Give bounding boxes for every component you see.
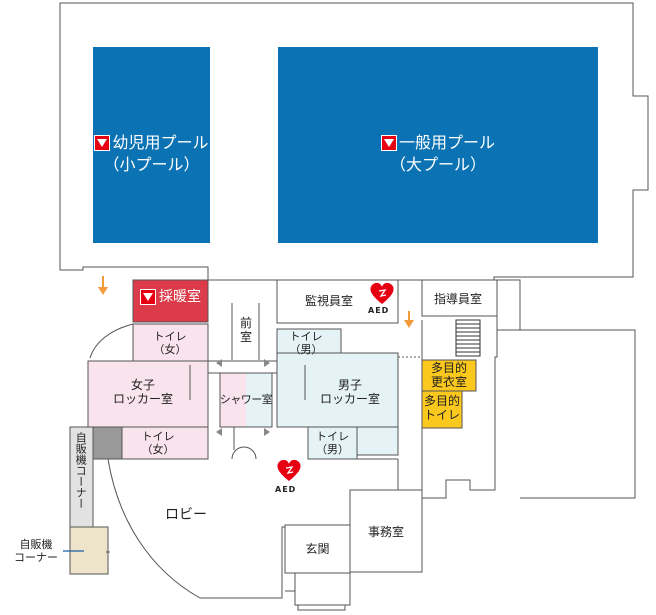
toilet-m-bottom-label: トイレ（男）	[316, 430, 349, 457]
aed-heart-icon	[370, 282, 394, 304]
entrance-label: 玄関	[305, 542, 330, 556]
instructor-room-wall	[421, 279, 498, 317]
main-pool-name: 一般用プール	[398, 133, 495, 152]
aed-label: AED	[275, 485, 297, 494]
far-right-outline	[520, 329, 636, 499]
women-locker-label: 女子ロッカー室	[112, 378, 173, 407]
kids-pool	[93, 47, 210, 243]
triangle-marker-icon	[380, 135, 397, 151]
stairs-frame	[422, 315, 498, 357]
kids-pool-name: 幼児用プール	[112, 133, 209, 152]
passage-markers	[216, 359, 270, 436]
triangle-marker-icon	[140, 289, 156, 306]
toilet-f-top-room	[132, 323, 209, 362]
shower-room-men-half	[246, 373, 272, 427]
shower-room-label: シャワー室	[219, 393, 273, 406]
office-room	[349, 489, 423, 573]
main-pool	[278, 47, 598, 243]
anteroom-label: 前室	[239, 316, 252, 345]
toilet-m-bottom-room	[307, 426, 358, 460]
right-building-outline	[422, 279, 521, 499]
lobby-label: ロビー	[165, 507, 207, 523]
multi-toilet-room	[421, 390, 463, 429]
aed-heart-icon	[277, 459, 301, 481]
door-arc	[231, 446, 257, 460]
toilet-f-top-label: トイレ（女）	[153, 330, 187, 357]
main-pool-label: 一般用プール （大プール）	[278, 132, 598, 176]
toilet-m-top-label: トイレ（男）	[289, 330, 323, 357]
gray-block	[92, 426, 123, 460]
vending-corner-vertical-label: 自販機コーナー	[74, 432, 88, 509]
women-locker-room	[87, 360, 209, 428]
office-label: 事務室	[367, 525, 404, 539]
toilet-f-bottom-label: トイレ（女）	[141, 430, 175, 457]
lifeguard-room-label: 監視員室	[305, 294, 354, 308]
staircase	[455, 319, 481, 357]
toilet-f-bottom-room	[121, 426, 209, 460]
entrance-steps	[294, 573, 351, 606]
shower-room-border	[219, 372, 273, 428]
kids-pool-subname: （小プール）	[103, 155, 200, 174]
multi-changing-label: 多目的更衣室	[430, 361, 467, 390]
orange-arrows	[98, 276, 414, 328]
aed-label: AED	[368, 306, 390, 315]
triangle-marker-icon	[94, 135, 111, 151]
multi-toilet-label: 多目的トイレ	[423, 394, 460, 423]
multi-changing-room	[421, 359, 477, 392]
men-small-room	[356, 426, 399, 456]
entrance-steps-inner	[297, 605, 346, 611]
men-locker-label: 男子ロッカー室	[319, 378, 380, 407]
instructor-room-label: 指導員室	[434, 292, 483, 306]
main-pool-subname: （大プール）	[389, 155, 486, 174]
entrance-room	[284, 524, 351, 574]
warming-room-label: 採暖室	[133, 289, 208, 306]
women-locker-curve	[89, 323, 134, 359]
kids-pool-label: 幼児用プール （小プール）	[93, 132, 210, 176]
men-locker-room	[276, 352, 399, 428]
vending-callout-label: 自販機コーナー	[14, 538, 58, 565]
